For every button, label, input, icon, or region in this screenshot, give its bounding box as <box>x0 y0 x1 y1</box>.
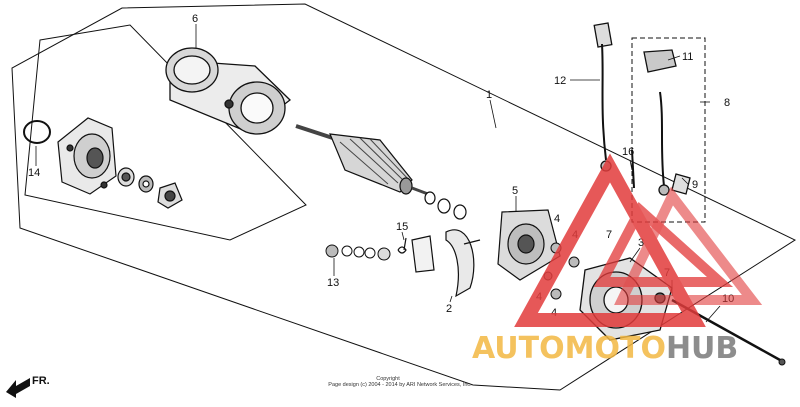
automotohub-watermark: AUTOMOTOHUB <box>472 153 763 366</box>
washer-stack <box>325 244 391 261</box>
callout-2: 2 <box>446 303 452 315</box>
callout-1: 1 <box>486 89 492 101</box>
callout-14: 15 <box>396 221 408 233</box>
watermark-text: AUTOMOTOHUB <box>472 331 738 366</box>
motor-case <box>165 47 291 135</box>
callout-6: 5 <box>512 185 518 197</box>
terminal-kit-frame <box>631 37 706 223</box>
front-direction-label: FR. <box>32 375 50 387</box>
terminal-kit <box>593 22 691 196</box>
copyright-notice: Copyright Page design (c) 2004 - 2014 by… <box>328 376 472 388</box>
brush-plate <box>411 229 481 298</box>
spring-clip <box>397 237 407 254</box>
watermark-triangle-icon <box>514 153 763 327</box>
callout-7: 6 <box>192 13 198 25</box>
o-ring <box>23 120 51 144</box>
callout-13: 14 <box>28 167 40 179</box>
callout-3: 3 <box>638 237 644 249</box>
brush-holder <box>497 209 561 281</box>
callout-16: 16 <box>622 146 634 158</box>
callout-8: 8 <box>724 97 730 109</box>
copyright-line2: Page design (c) 2004 - 2014 by ARI Netwo… <box>328 382 472 388</box>
main-frame <box>11 3 797 391</box>
watermark-text-automoto: AUTOMOTO <box>472 331 666 366</box>
callout-9: 9 <box>692 179 698 191</box>
callout-7b: 7 <box>606 229 612 241</box>
front-arrow-icon <box>6 378 30 398</box>
callout-12: 13 <box>327 277 339 289</box>
callout-10: 11 <box>682 51 693 63</box>
callout-leaders <box>35 24 721 323</box>
watermark-text-hub: HUB <box>666 331 738 366</box>
diagram-frames <box>11 3 797 391</box>
callout-4a: 4 <box>554 213 560 225</box>
front-direction-indicator: FR. <box>6 375 50 398</box>
front-bearing-set <box>117 167 183 209</box>
copyright-line1: Copyright <box>376 376 400 382</box>
armature-subframe <box>24 24 307 241</box>
callout-11: 12 <box>554 75 566 87</box>
armature <box>295 124 429 196</box>
front-cover <box>57 117 117 195</box>
armature-washers <box>424 191 467 220</box>
